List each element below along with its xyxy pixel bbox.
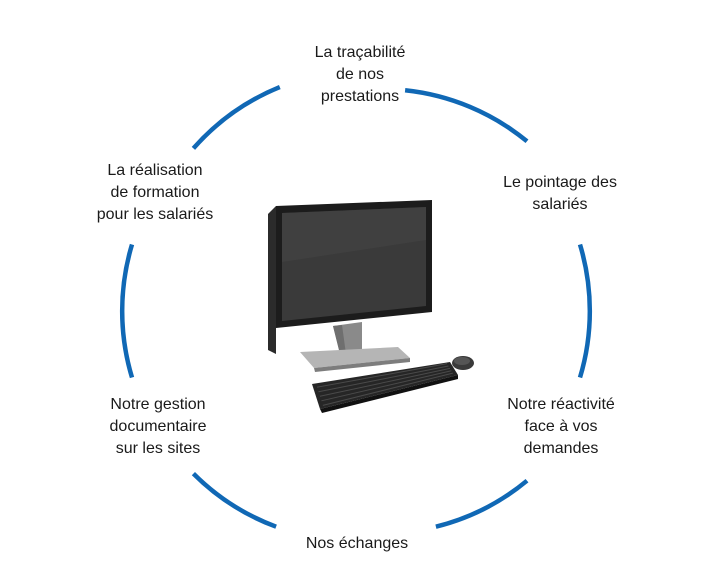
desktop-computer-icon <box>268 200 474 413</box>
label-line: prestations <box>320 88 400 105</box>
label-line: Notre réactivité <box>507 396 615 413</box>
label-reactivite: Notre réactivité face à vos demandes <box>507 394 615 460</box>
arc-left <box>120 243 135 379</box>
label-tracabilite: La traçabilité de nos prestations <box>315 42 406 108</box>
keyboard-key-row <box>322 372 453 406</box>
arc-bottom-left <box>191 472 277 529</box>
keyboard-key-row <box>319 367 451 397</box>
label-line: documentaire <box>109 418 207 435</box>
keyboard-key-row <box>321 370 452 402</box>
label-formation: La réalisation de formation pour les salar… <box>97 160 214 226</box>
label-line: La réalisation <box>107 162 203 179</box>
keyboard-key-row <box>316 363 448 388</box>
keyboard-key-row <box>318 365 449 393</box>
arc-right <box>577 243 592 379</box>
label-line: salariés <box>532 196 588 213</box>
label-echanges: Nos échanges <box>306 533 408 555</box>
arc-top-right <box>404 88 529 144</box>
arc-top-left <box>191 85 281 150</box>
arc-bottom-right <box>435 478 529 529</box>
label-line: La traçabilité <box>314 44 406 61</box>
label-line: sur les sites <box>115 440 201 457</box>
label-line: Notre gestion <box>110 396 206 413</box>
label-line: pour les salariés <box>96 206 214 223</box>
label-line: Le pointage des <box>503 174 617 191</box>
label-line: de nos <box>335 66 385 83</box>
label-line: Nos échanges <box>305 535 409 552</box>
label-line: demandes <box>523 440 599 457</box>
label-gestion: Notre gestion documentaire sur les sites <box>110 394 207 460</box>
label-line: face à vos <box>524 418 598 435</box>
label-pointage: Le pointage des salariés <box>503 172 617 216</box>
label-line: de formation <box>110 184 200 201</box>
